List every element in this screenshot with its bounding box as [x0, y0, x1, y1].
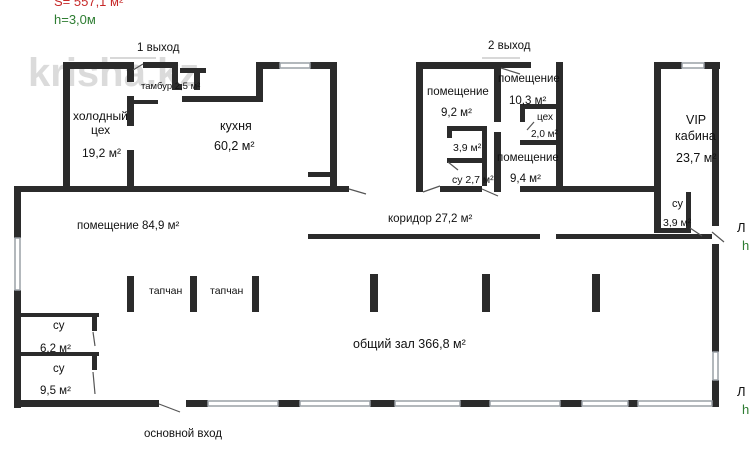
cold-shop-area: 19,2 м²	[82, 146, 121, 160]
cold-shop-name-2: цех	[91, 123, 110, 137]
wc-c-name: су	[53, 363, 65, 375]
height-label: h=3,0м	[54, 12, 96, 27]
vip-name-1: VIP	[686, 113, 706, 127]
small-room-area: 3,9 м²	[453, 142, 482, 154]
wc-b-area: 6,2 м²	[40, 343, 71, 355]
main-entrance-label: основной вход	[144, 428, 222, 440]
area-total-label: S= 557,1 м²	[54, 0, 124, 9]
wc-b-name: су	[53, 320, 65, 332]
cold-shop-name-1: холодный	[73, 109, 128, 123]
edge-mark-1: Л	[737, 220, 746, 235]
room-b-area: 10,3 м²	[509, 95, 546, 107]
windows	[14, 62, 719, 407]
doors	[92, 63, 725, 413]
room-b-name: помещение	[498, 73, 560, 85]
shop-name: цех	[537, 112, 553, 123]
edge-mark-4: h	[742, 402, 749, 417]
wc-c-area: 9,5 м²	[40, 385, 71, 397]
room-c-name: помещение	[497, 152, 559, 164]
tambur-label: тамбур 2,5 м²	[141, 81, 200, 92]
wc-vip-name: су	[672, 198, 684, 210]
corridor-label: коридор 27,2 м²	[388, 213, 473, 225]
room-a-area: 9,2 м²	[441, 107, 472, 119]
edge-mark-3: Л	[737, 384, 746, 399]
exit-1-label: 1 выход	[137, 42, 180, 54]
tapchan-2-label: тапчан	[210, 285, 244, 297]
hall-label: общий зал 366,8 м²	[353, 337, 466, 351]
wc-a-label: су 2,7 м²	[452, 174, 494, 186]
shop-area: 2,0 м²	[531, 129, 559, 140]
room-a-name: помещение	[427, 86, 489, 98]
kitchen-name: кухня	[220, 119, 252, 133]
walls	[14, 62, 720, 408]
vip-name-2: кабина	[675, 129, 716, 143]
edge-mark-2: h	[742, 238, 749, 253]
tapchan-1-label: тапчан	[149, 285, 183, 297]
room-big-label: помещение 84,9 м²	[77, 220, 180, 232]
room-c-area: 9,4 м²	[510, 173, 541, 185]
vip-area: 23,7 м²	[676, 151, 717, 165]
exit-2-label: 2 выход	[488, 40, 531, 52]
kitchen-area: 60,2 м²	[214, 139, 255, 153]
wc-vip-area: 3,9 м²	[663, 217, 692, 229]
